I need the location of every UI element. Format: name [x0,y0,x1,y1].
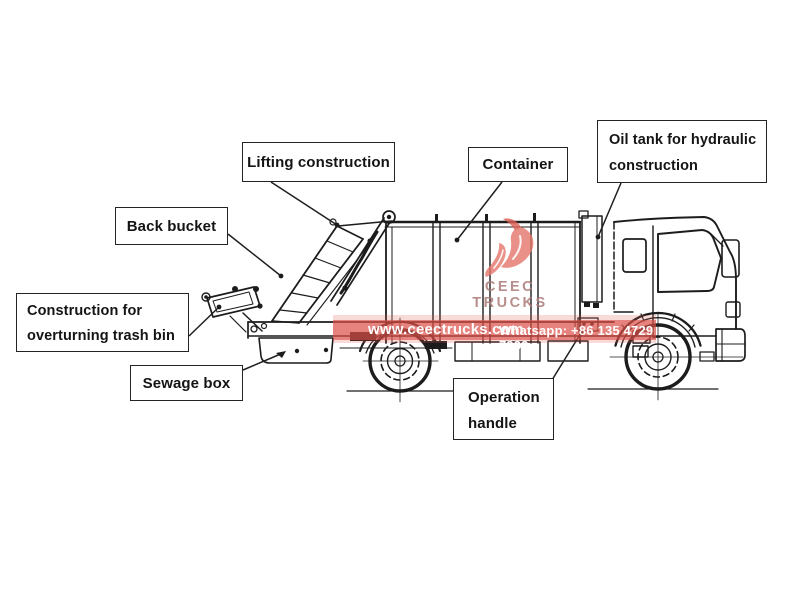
website-text: www.ceectrucks.com [368,321,524,338]
sewage-box-drawing [258,337,334,364]
oil-tank-drawing [578,210,603,308]
trash-bin-tipper [201,286,268,333]
leader-lines [188,181,622,381]
ceec-logo-swoosh [485,218,534,277]
lifting-arm-drawing [330,210,396,306]
label-overturning-construction: Construction for overturning trash bin [16,293,189,352]
watermark-brand-text: CEEC TRUCKS [472,279,548,311]
label-back-bucket: Back bucket [115,207,228,245]
label-operation-handle: Operation handle [453,378,554,440]
cab-drawing [613,216,746,362]
label-container: Container [468,147,568,182]
label-lifting-construction: Lifting construction [242,142,395,182]
contact-banner: www.ceectrucks.com Whatsapp: +86 135 472… [333,320,656,353]
whatsapp-text: Whatsapp: +86 135 4729 7999 [499,323,654,353]
label-oil-tank: Oil tank for hydraulic construction [597,120,767,183]
label-sewage-box: Sewage box [130,365,243,401]
